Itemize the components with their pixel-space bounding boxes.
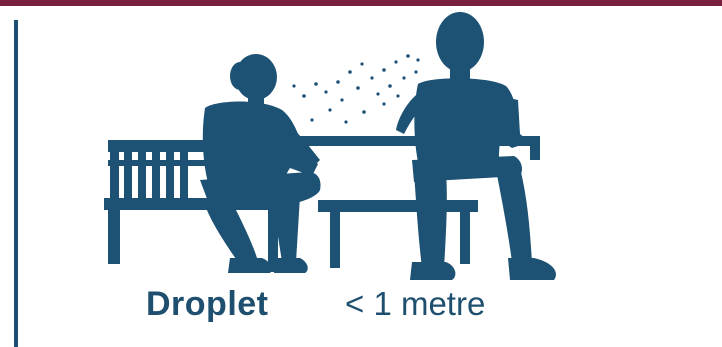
seated-person-left-icon: [200, 54, 321, 273]
droplet-particles-icon: [292, 54, 419, 123]
transmission-type-label: Droplet: [146, 286, 269, 322]
distance-label: < 1 metre: [345, 286, 485, 322]
